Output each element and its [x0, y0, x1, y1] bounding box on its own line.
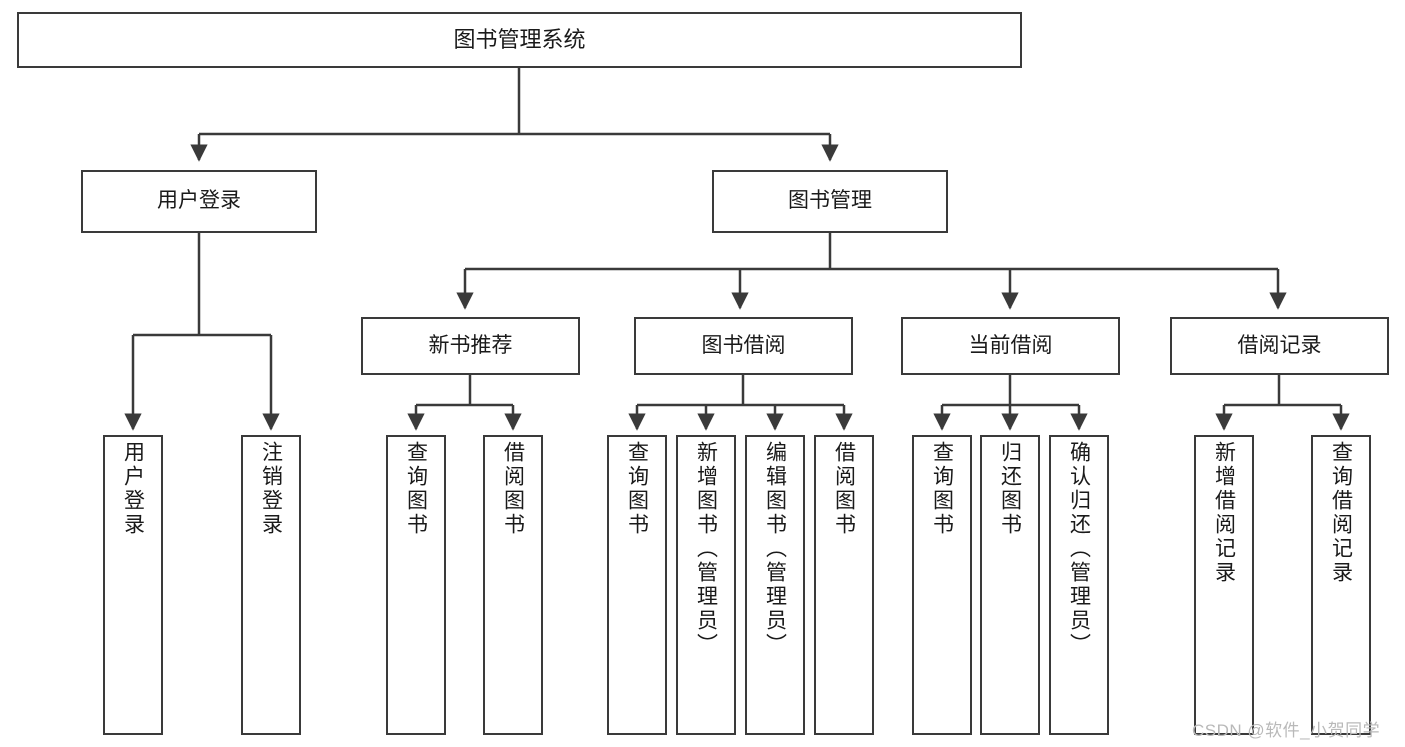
leaf-query-book-borrow-label: 查询图书 — [625, 441, 649, 537]
node-book-management-label: 图书管理 — [788, 189, 872, 213]
leaf-add-book-admin[interactable]: 新增图书（管理员） — [676, 435, 736, 735]
leaf-borrow-book-recommend[interactable]: 借阅图书 — [483, 435, 543, 735]
leaf-query-book-borrow[interactable]: 查询图书 — [607, 435, 667, 735]
leaf-borrow-book[interactable]: 借阅图书 — [814, 435, 874, 735]
node-user-login[interactable]: 用户登录 — [81, 170, 317, 233]
leaf-confirm-return-admin[interactable]: 确认归还（管理员） — [1049, 435, 1109, 735]
leaf-query-borrow-record[interactable]: 查询借阅记录 — [1311, 435, 1371, 735]
leaf-query-book-recommend[interactable]: 查询图书 — [386, 435, 446, 735]
leaf-confirm-return-admin-label: 确认归还（管理员） — [1067, 441, 1091, 657]
leaf-query-borrow-record-label: 查询借阅记录 — [1329, 441, 1353, 585]
node-user-login-label: 用户登录 — [157, 189, 241, 213]
node-book-management[interactable]: 图书管理 — [712, 170, 948, 233]
node-root-label: 图书管理系统 — [453, 27, 586, 53]
leaf-query-book-current[interactable]: 查询图书 — [912, 435, 972, 735]
leaf-logout[interactable]: 注销登录 — [241, 435, 301, 735]
node-new-book-recommend[interactable]: 新书推荐 — [361, 317, 580, 375]
node-root[interactable]: 图书管理系统 — [17, 12, 1022, 68]
leaf-add-borrow-record[interactable]: 新增借阅记录 — [1194, 435, 1254, 735]
leaf-query-book-current-label: 查询图书 — [930, 441, 954, 537]
node-current-borrow[interactable]: 当前借阅 — [901, 317, 1120, 375]
leaf-edit-book-admin-label: 编辑图书（管理员） — [763, 441, 787, 657]
leaf-return-book[interactable]: 归还图书 — [980, 435, 1040, 735]
leaf-add-book-admin-label: 新增图书（管理员） — [694, 441, 718, 657]
leaf-edit-book-admin[interactable]: 编辑图书（管理员） — [745, 435, 805, 735]
leaf-add-borrow-record-label: 新增借阅记录 — [1212, 441, 1236, 585]
leaf-user-login-label: 用户登录 — [121, 441, 145, 537]
watermark: CSDN @软件_小贺同学 — [1192, 721, 1381, 740]
node-current-borrow-label: 当前借阅 — [968, 333, 1053, 357]
leaf-return-book-label: 归还图书 — [998, 441, 1022, 537]
node-book-borrow-label: 图书借阅 — [701, 333, 786, 357]
leaf-borrow-book-recommend-label: 借阅图书 — [501, 441, 525, 537]
leaf-logout-label: 注销登录 — [259, 441, 283, 537]
node-borrow-record[interactable]: 借阅记录 — [1170, 317, 1389, 375]
node-borrow-record-label: 借阅记录 — [1237, 333, 1322, 357]
leaf-borrow-book-label: 借阅图书 — [832, 441, 856, 537]
node-book-borrow[interactable]: 图书借阅 — [634, 317, 853, 375]
node-new-book-recommend-label: 新书推荐 — [428, 333, 513, 357]
leaf-user-login[interactable]: 用户登录 — [103, 435, 163, 735]
leaf-query-book-recommend-label: 查询图书 — [404, 441, 428, 537]
